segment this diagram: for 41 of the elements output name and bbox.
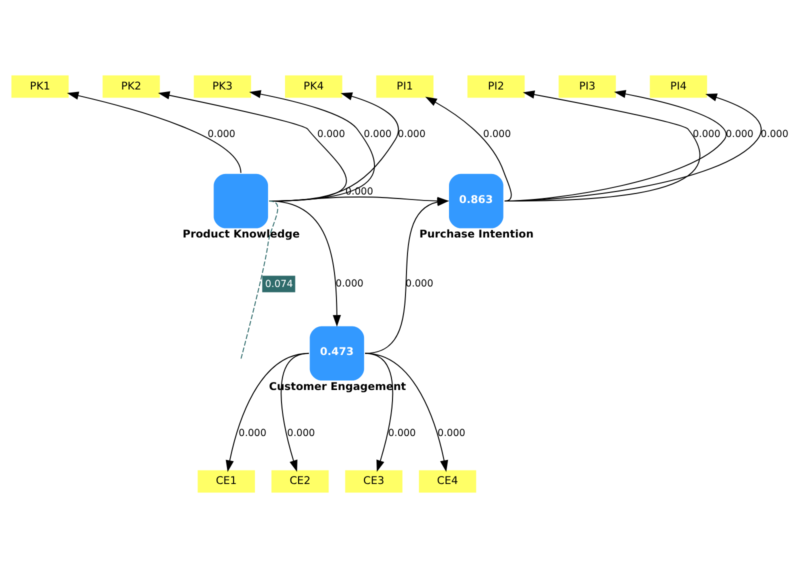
node-box: CE3 xyxy=(345,470,402,492)
edge-label: 0.000 xyxy=(238,427,266,438)
edge-label: 0.000 xyxy=(317,128,345,140)
edge-label: 0.000 xyxy=(760,128,788,140)
arrow xyxy=(249,90,375,202)
edge-label: 0.000 xyxy=(398,128,426,140)
node-box: PK4 xyxy=(285,74,342,98)
arrow xyxy=(425,96,512,202)
edge-label: 0.000 xyxy=(336,278,364,289)
arrow xyxy=(364,352,448,472)
arrow xyxy=(226,352,310,472)
edge-label: 0.000 xyxy=(438,427,466,438)
edge-label: 0.000 xyxy=(208,128,236,140)
node-box: 0.473 xyxy=(310,326,364,380)
connector xyxy=(240,200,278,360)
edge-label: 0.000 xyxy=(483,128,511,140)
edge-label: 0.000 xyxy=(388,427,416,438)
node-box: PI2 xyxy=(467,74,525,98)
node-box: PI4 xyxy=(650,74,708,98)
arrow xyxy=(280,352,310,472)
arrow xyxy=(158,90,347,202)
node-box: CE1 xyxy=(198,470,255,492)
node-box: PK2 xyxy=(102,74,160,98)
node-label: Product Knowledge xyxy=(182,227,300,240)
edge-label: 0.000 xyxy=(692,128,720,140)
node-box: PK1 xyxy=(11,74,69,98)
node-label: Purchase Intention xyxy=(419,227,534,240)
node-box: PI3 xyxy=(558,74,616,98)
node-box: CE4 xyxy=(418,470,476,492)
node-box: PI1 xyxy=(376,74,434,98)
edge-label: 0.000 xyxy=(726,128,754,140)
edge-label: 0.000 xyxy=(364,128,392,140)
node-box: CE2 xyxy=(271,470,329,492)
arrow xyxy=(66,91,242,173)
edge-label: 0.074 xyxy=(265,278,293,290)
node-box xyxy=(214,173,268,228)
node-box: 0.863 xyxy=(449,173,504,228)
arrow xyxy=(504,93,762,202)
edge-label: 0.000 xyxy=(345,186,374,197)
node-box: PK3 xyxy=(194,74,252,98)
edge-label: 0.000 xyxy=(287,427,315,438)
